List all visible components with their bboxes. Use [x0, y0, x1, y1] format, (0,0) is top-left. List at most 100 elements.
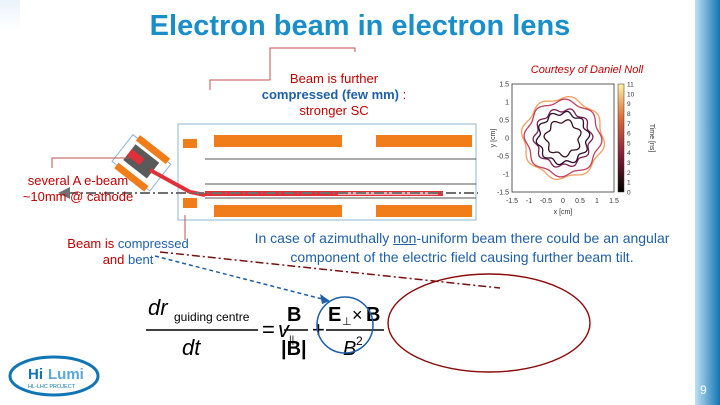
beam-ring: [532, 108, 594, 168]
hilumi-logo: Hi Lumi HL-LHC PROJECT: [8, 355, 100, 397]
x-tick-labels: -1.5 -1 -0.5 0 0.5 1 1.5: [506, 198, 619, 205]
slide-title: Electron beam in electron lens: [149, 10, 571, 42]
caption-further-compressed: Beam is further compressed (few mm) : st…: [246, 71, 422, 119]
plot-frame: [511, 83, 615, 193]
caption-bent-line1-wrap: Beam is compressed: [56, 236, 200, 252]
caption-bent-line2-word: bent: [128, 252, 154, 267]
x-tick-label: 1.5: [609, 198, 619, 205]
corner-accent-left: [0, 0, 20, 30]
y-tick-label: 1: [505, 100, 509, 107]
eq-highlight-circle: [316, 296, 374, 354]
caption-bent-line1-prefix: Beam is: [67, 236, 118, 251]
x-tick-label: 0: [561, 198, 565, 205]
colorbar-tick-label: 3: [627, 160, 631, 167]
colorbar-tick-label: 1: [627, 180, 631, 187]
note-part1: In case of azimuthally: [254, 230, 394, 246]
pointer-arrow-blue-icon: [320, 294, 330, 304]
colorbar-tick-label: 7: [627, 121, 631, 128]
logo-subtitle: HL-LHC PROJECT: [28, 384, 76, 390]
y-tick-label: -1: [503, 172, 509, 179]
pointer-line-darkred: [159, 251, 501, 289]
eq-equals: =: [262, 317, 275, 342]
eq-cross: ×: [352, 305, 363, 325]
caption-cathode-line2: ~10mm @ cathode: [22, 189, 134, 204]
bend-coil-top: [183, 139, 197, 148]
eq-B: B: [287, 304, 301, 326]
colorbar-tick-label: 5: [627, 140, 631, 147]
logo-hi: Hi: [28, 366, 43, 383]
beam-ring: [543, 119, 582, 158]
caption-further-line2-wrap: compressed (few mm) :: [246, 87, 422, 103]
x-tick-label: -1: [526, 198, 532, 205]
magnet-coil-bottom-left: [214, 205, 342, 217]
drift-equation: dr guiding centre dt = v || B |B| + E ⊥ …: [146, 295, 384, 360]
proton-beam-arrow-icon: [58, 187, 70, 199]
y-tick-label: -0.5: [497, 154, 509, 161]
eq-v-sub: ||: [289, 335, 294, 346]
colorbar-tick-label: 2: [627, 170, 631, 177]
colorbar-tick-label: 10: [627, 91, 635, 98]
logo-lumi: Lumi: [48, 366, 84, 383]
callout-line-top: [269, 47, 356, 80]
colorbar-tick-label: 4: [627, 150, 631, 157]
eq-B-cross: B: [366, 304, 380, 326]
plot-ylabel: y [cm]: [490, 129, 497, 148]
x-tick-label: 0.5: [575, 198, 585, 205]
note-underlined: non: [393, 230, 417, 246]
logo-swoosh: [8, 355, 100, 397]
eq-sup2: 2: [356, 334, 363, 348]
caption-cathode-line1: several A e-beam: [27, 173, 129, 188]
beam-ring: [535, 110, 591, 166]
eq-B-squared: B: [343, 338, 356, 360]
colorbar-tick-label: 6: [627, 131, 631, 138]
colorbar-tick-label: 11: [627, 82, 634, 89]
beam-rings: [520, 95, 606, 181]
note-part2: -uniform beam there could be an angular …: [290, 230, 670, 265]
electron-gun: [111, 133, 172, 192]
caption-further-line3: stronger SC: [299, 103, 369, 118]
annotation-ellipse: [387, 273, 591, 373]
beam-profile-plot: -1.5 -1 -0.5 0 0.5 1 1.5 1.5 1 0.5 0 -0.5 -1 -1.5 x …: [490, 82, 655, 217]
caption-bent-line2-wrap: and bent: [56, 252, 200, 268]
eq-dt: dt: [182, 335, 201, 360]
plot-xlabel: x [cm]: [554, 209, 573, 216]
caption-cathode: several A e-beam ~10mm @ cathode: [8, 173, 148, 205]
caption-bent-line1-word: compressed: [117, 236, 189, 251]
caption-compressed-bent: Beam is compressed and bent: [56, 236, 200, 268]
colorbar-tick-label: 0: [627, 190, 631, 197]
caption-further-line2-suffix: :: [399, 87, 407, 102]
eq-plus: +: [312, 317, 325, 342]
magnet-coil-top-right: [376, 135, 472, 147]
electron-lens-schematic: [51, 47, 501, 304]
eq-E: E: [328, 304, 341, 326]
y-tick-label: -1.5: [497, 190, 509, 197]
y-tick-label: 0: [505, 136, 509, 143]
callout-line-top-branch: [209, 79, 270, 90]
y-tick-label: 1.5: [499, 82, 509, 89]
caption-further-line1: Beam is further: [289, 71, 379, 86]
caption-further-line2: compressed (few mm): [261, 87, 400, 102]
beam-ring: [520, 95, 606, 181]
colorbar-tick-label: 8: [627, 111, 631, 118]
colorbar: [617, 83, 625, 193]
azimuthal-note: In case of azimuthally non-uniform beam …: [232, 229, 692, 267]
bend-coil-bottom: [183, 198, 197, 208]
colorbar-tick-label: 9: [627, 101, 631, 108]
y-tick-label: 0.5: [499, 118, 509, 125]
x-tick-label: -1.5: [506, 198, 518, 205]
colorbar-label: Time [ns]: [648, 124, 655, 153]
right-sidebar-bar: [695, 0, 720, 405]
caption-bent-line2-prefix: and: [102, 252, 128, 267]
eq-absB: |B|: [281, 338, 307, 360]
eq-dr: dr: [148, 295, 169, 320]
courtesy-credit: Courtesy of Daniel Noll: [530, 64, 644, 76]
magnet-coil-top-left: [214, 135, 342, 147]
y-tick-labels: 1.5 1 0.5 0 -0.5 -1 -1.5: [497, 82, 509, 197]
x-tick-label: -0.5: [540, 198, 552, 205]
callout-line-cathode: [51, 157, 130, 168]
page-number: 9: [700, 383, 707, 397]
x-tick-label: 1: [595, 198, 599, 205]
pointer-line-blue: [154, 255, 331, 302]
magnet-coil-bottom-right: [376, 205, 472, 217]
